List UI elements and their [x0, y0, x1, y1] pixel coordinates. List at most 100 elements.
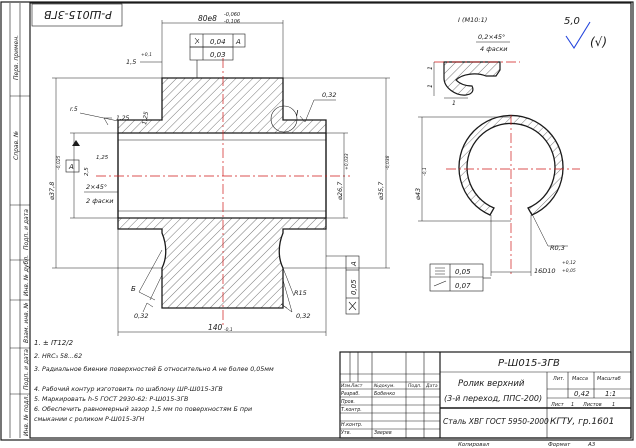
- inner-frame: [29, 2, 632, 439]
- tb-sheets: 1: [612, 402, 615, 408]
- section-bottom: [117, 217, 327, 309]
- tb-row-utv: Утв.: [341, 430, 351, 436]
- detail-title: I (М10:1): [458, 16, 487, 24]
- sidebar-label-7: Инв. № подл.: [23, 395, 30, 436]
- dim-dia-outer: ⌀37,8: [48, 182, 56, 200]
- tb-row-tkontr: Т.контр.: [341, 407, 362, 413]
- format-value: А3: [587, 442, 596, 448]
- ring-width-tol-up: +0,12: [562, 260, 576, 266]
- detail-dim3: 1: [452, 100, 456, 107]
- dim-length-top: 80е8: [198, 14, 217, 23]
- notes: 1. ± IT12/2 2. HRC₃ 58...62 3. Радиально…: [34, 339, 274, 423]
- detail-shape: [443, 61, 501, 96]
- dim-length-bottom-tol: -0,1: [224, 327, 233, 333]
- dim-dia-outer-tol: -0,025: [56, 155, 62, 170]
- tb-org: КГТУ, гр.1601: [550, 417, 614, 427]
- section-top: [117, 77, 327, 134]
- callout-label: I: [296, 109, 299, 118]
- perp-base: А: [350, 261, 358, 267]
- tb-scale-label: Масштаб: [597, 376, 621, 382]
- tolerance-frame-1: 0,04 А 0,03: [189, 33, 246, 78]
- dim-step-tol: +0,1: [141, 52, 152, 58]
- perp-value: 0,05: [350, 279, 358, 295]
- perp-frame: А 0,05: [326, 255, 360, 315]
- outer-frame: [0, 1, 634, 441]
- sidebar-label-5: Взам. инв. №: [23, 302, 30, 343]
- detail-chamfers-note: 4 фаски: [480, 45, 507, 53]
- roughness-sign: 5,0 (√): [564, 16, 607, 50]
- tb-col-date: Дата: [425, 383, 438, 389]
- tb-utv-name: Зверев: [374, 430, 392, 436]
- note-6: 6. Обеспечить равномерный зазор 1,5 мм п…: [34, 405, 252, 413]
- detail-view: I (М10:1) 0,2×45° 4 фаски 1 1 1: [427, 16, 520, 107]
- ring-dia-tol: -0,1: [422, 167, 428, 176]
- dim-step: 1,5: [126, 58, 136, 66]
- dim-r15: R15: [294, 289, 307, 297]
- detail-chamfer: 0,2×45°: [478, 33, 505, 41]
- dim-125b: 1,25: [141, 111, 150, 126]
- sidebar-label-3: Подп. и дата: [23, 209, 30, 250]
- base-b: Б: [131, 285, 136, 293]
- dim-dia-inner-tol: +0,033: [344, 153, 350, 170]
- detail-dim1: 1: [427, 66, 434, 70]
- sidebar-label-6: Подп. и дата: [23, 349, 30, 390]
- rough-top: 0,32: [322, 91, 336, 99]
- rough-br: 0,32: [296, 312, 310, 320]
- tol1-base: А: [235, 38, 241, 46]
- sidebar-label-1: Перв. примен.: [13, 35, 20, 80]
- note-6b: смыкании с роликом Р-Ш015-3ГН: [34, 416, 145, 423]
- note-1: 1. ± IT12/2: [34, 339, 74, 347]
- sidebar-label-4: Инв. № дубл.: [23, 255, 30, 296]
- base-a-box: [65, 159, 80, 173]
- dim-dia-r-tol: -0,038: [385, 155, 391, 170]
- top-stamp-code: Р-Ш015-3ГВ: [44, 8, 112, 21]
- roughness-value: 5,0: [564, 16, 580, 27]
- note-2: 2. HRC₃ 58...62: [34, 353, 82, 360]
- tb-name2: (3-й переход, ППС-200): [444, 394, 542, 403]
- tb-material: Сталь ХВГ ГОСТ 5950-2000: [443, 417, 549, 426]
- tb-scale: 1:1: [605, 390, 616, 398]
- dim-chamfer-note: 2 фаски: [86, 197, 113, 205]
- dim-length-top-dn: -0,106: [224, 19, 240, 25]
- ring-view: ⌀43 -0,1 R0,3 16D10 +0,12 +0,05 0,05 0,0…: [414, 114, 580, 292]
- tb-mass-label: Масса: [572, 376, 588, 382]
- dim-length-bottom: 140: [208, 323, 223, 332]
- roughness-bracket: (√): [590, 35, 607, 49]
- tb-razrab-name: Бобенко: [374, 391, 395, 397]
- dim-dia-inner: ⌀26,7: [336, 181, 344, 200]
- note-3: 3. Радиальное биение поверхностей Б отно…: [34, 365, 274, 373]
- sidebar: Перв. примен. Справ. № Подп. и дата Инв.…: [9, 3, 30, 438]
- note-4: 4. Рабочий контур изготовить по шаблону …: [34, 385, 223, 393]
- top-stamp: Р-Ш015-3ГВ: [31, 3, 123, 27]
- tb-sheet: 1: [571, 402, 574, 408]
- dim-125a: 1,25: [116, 115, 130, 122]
- tb-lit: Лит.: [552, 376, 565, 382]
- tol2-value: 0,03: [210, 51, 226, 59]
- tb-col-izm: Изм.: [341, 383, 352, 389]
- tb-code: Р-Ш015-3ГВ: [498, 358, 560, 369]
- ring-r: R0,3: [550, 244, 565, 252]
- ring-width-tol-dn: +0,05: [562, 268, 576, 274]
- tb-row-razrab: Разраб.: [341, 391, 360, 397]
- tol1-value: 0,04: [210, 38, 226, 46]
- tb-sheets-label: Листов: [582, 402, 602, 408]
- ring-tol1: 0,05: [455, 268, 471, 276]
- dim-length-top-up: -0,060: [224, 12, 240, 18]
- tb-mass: 0,42: [574, 390, 590, 398]
- ring-tol2: 0,07: [455, 282, 471, 290]
- sidebar-label-2: Справ. №: [13, 131, 20, 160]
- kopir-label: Копировал: [458, 442, 490, 448]
- ring-dia: ⌀43: [414, 188, 422, 200]
- detail-dim2: 1: [427, 84, 434, 88]
- dim-dia-r: ⌀35,7: [377, 181, 385, 200]
- dim-rough-left: 2,5: [84, 167, 90, 176]
- tb-row-prov: Пров.: [341, 399, 355, 405]
- main-view: 80е8 -0,060 -0,106 0,04 А 0,03 1,5 +0,1 …: [48, 12, 391, 336]
- title-block: Р-Ш015-3ГВ Ролик верхний (3-й переход, П…: [339, 351, 632, 439]
- dim-chamfer-2x45: 2×45°: [86, 183, 107, 191]
- callout-circle: [270, 105, 298, 133]
- ring-tolerance-frames: 0,05 0,07: [429, 263, 491, 292]
- note-5: 5. Маркировать h-5 ГОСТ 2930-62: Р-Ш015-…: [34, 396, 188, 403]
- tb-row-nkontr: Н.контр.: [341, 422, 362, 428]
